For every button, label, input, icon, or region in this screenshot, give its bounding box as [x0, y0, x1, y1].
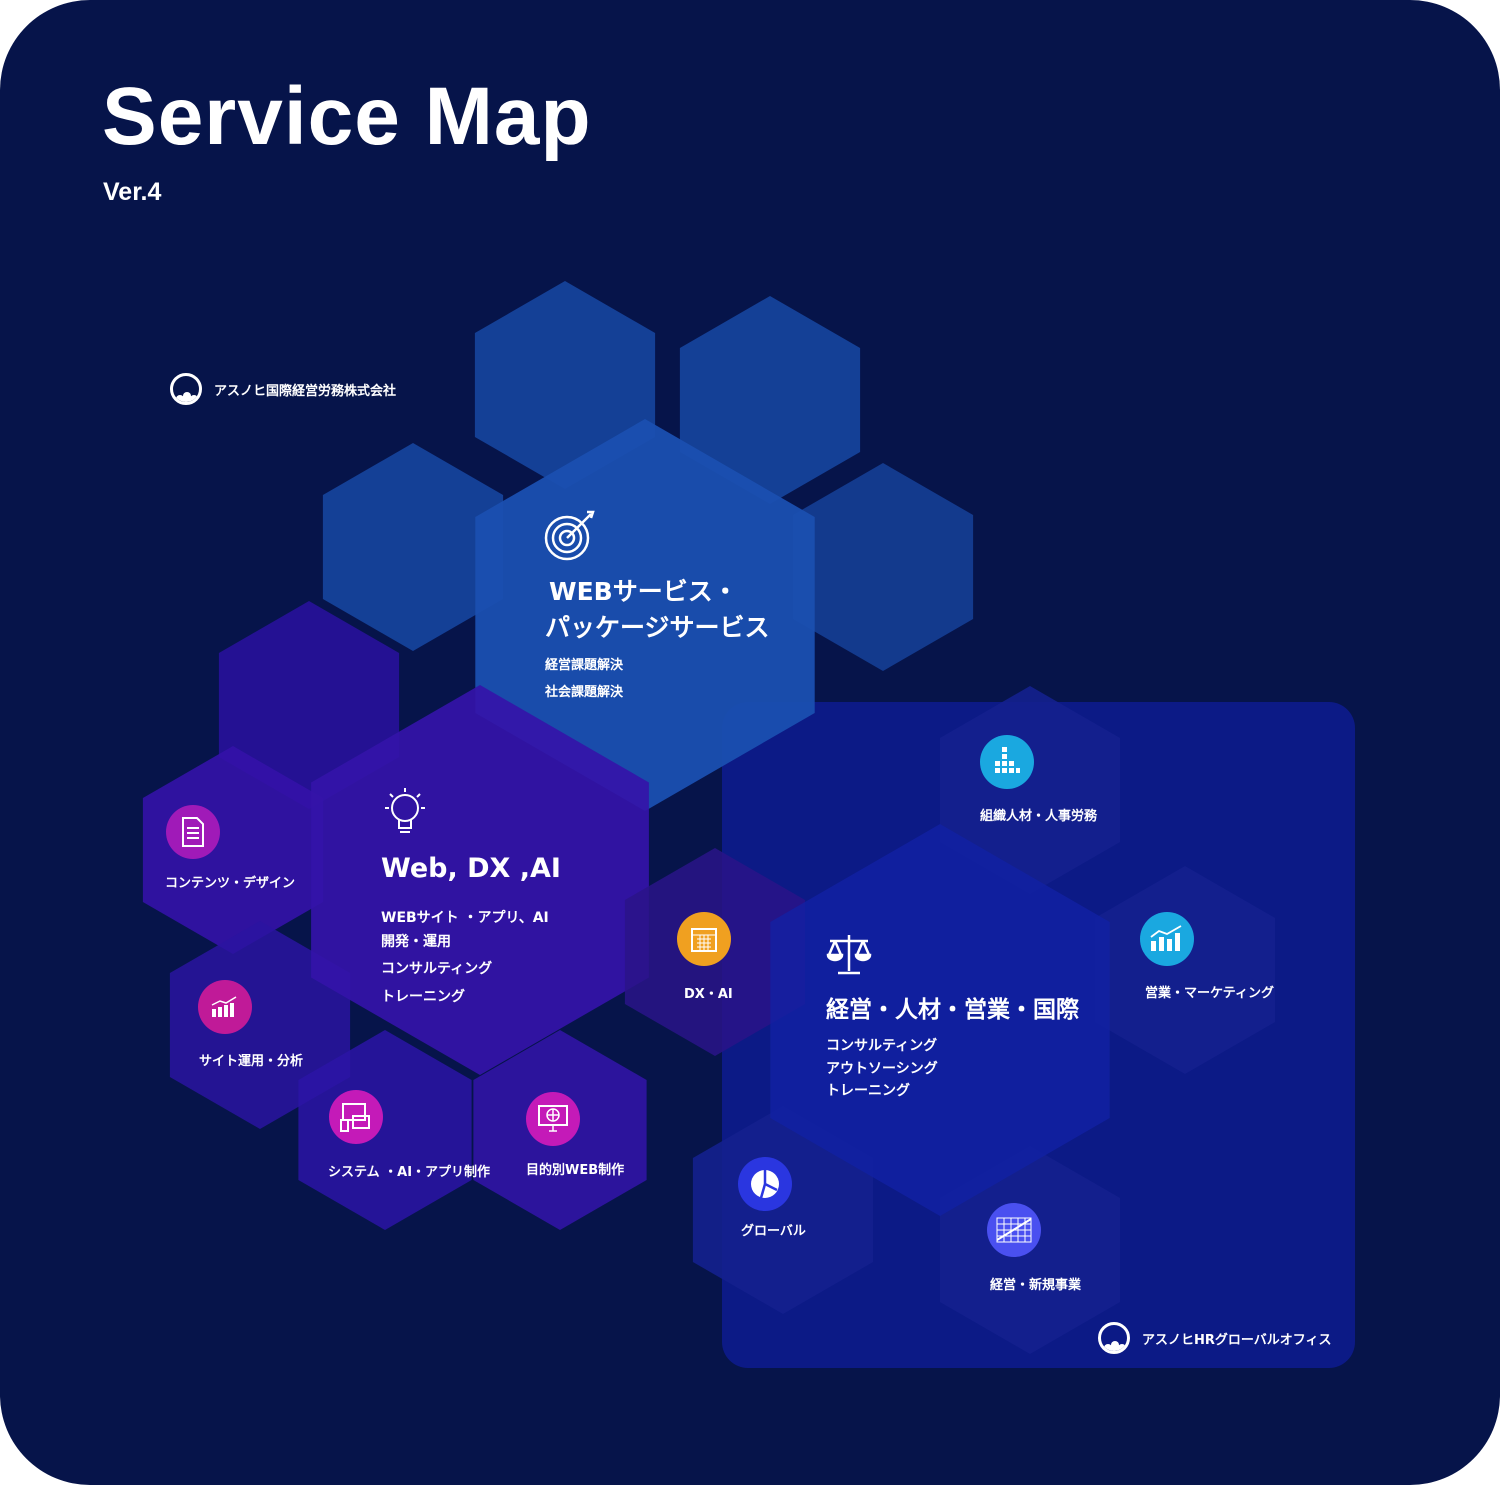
hex-blue: [474, 281, 656, 489]
web-service-item: 経営課題解決: [545, 658, 624, 673]
site-analysis-label: サイト運用・分析: [199, 1054, 304, 1069]
hr-labor-label: 組織人材・人事労務: [980, 809, 1098, 824]
page-title: Service Map: [102, 71, 592, 162]
hex-blue: [322, 443, 504, 651]
company-name: アスノヒ国際経営労務株式会社: [214, 383, 397, 399]
people-logo-icon: [170, 373, 202, 405]
bar-chart-icon: [198, 980, 252, 1034]
pie-chart-icon: [738, 1157, 792, 1211]
hex-system: [298, 1030, 472, 1230]
management-item: コンサルティング: [826, 1038, 938, 1054]
calendar-icon: [677, 912, 731, 966]
web-dx-ai-item: コンサルティング: [381, 961, 493, 977]
web-service-title-1: WEBサービス・: [549, 577, 738, 606]
management-item: アウトソーシング: [826, 1061, 938, 1077]
web-service-item: 社会課題解決: [545, 685, 624, 700]
company-logo: アスノヒ国際経営労務株式会社: [170, 373, 396, 405]
hex-hr: [939, 686, 1121, 894]
lightbulb-icon: [385, 788, 425, 833]
web-dx-ai-item: 開発・運用: [381, 934, 451, 950]
hex-contents: [142, 746, 324, 954]
hex-blue: [679, 296, 861, 504]
global-label: グローバル: [741, 1224, 806, 1239]
building-chart-icon: [980, 735, 1034, 789]
system-ai-app-label: システム ・AI・アプリ制作: [328, 1165, 491, 1180]
dx-ai-label: DX・AI: [684, 987, 733, 1002]
target-icon: [544, 510, 595, 561]
growth-chart-icon: [1140, 912, 1194, 966]
hex-purple: [218, 601, 400, 809]
web-service-title-2: パッケージサービス: [545, 613, 770, 642]
new-business-label: 経営・新規事業: [990, 1278, 1082, 1293]
version-label: Ver.4: [103, 178, 162, 206]
management-title: 経営・人材・営業・国際: [826, 997, 1079, 1023]
hex-sales: [1094, 866, 1276, 1074]
hr-office-name: アスノヒHRグローバルオフィス: [1142, 1332, 1332, 1348]
purpose-web-label: 目的別WEB制作: [526, 1163, 625, 1178]
web-dx-ai-item: トレーニング: [381, 989, 465, 1005]
web-dx-ai-title: Web, DX ,AI: [381, 853, 561, 884]
hex-global: [692, 1106, 874, 1314]
management-item: トレーニング: [826, 1083, 910, 1099]
scales-icon: [826, 935, 872, 975]
document-icon: [166, 805, 220, 859]
globe-monitor-icon: [526, 1092, 580, 1146]
web-dx-ai-item: WEBサイト ・アプリ、AI: [381, 910, 549, 926]
contents-design-label: コンテンツ・デザイン: [165, 876, 296, 891]
hr-office-logo: アスノヒHRグローバルオフィス: [1098, 1322, 1332, 1354]
grid-chart-icon: [987, 1203, 1041, 1257]
hex-web-dx-ai: [311, 685, 649, 1075]
people-logo-icon: [1098, 1322, 1130, 1354]
devices-icon: [329, 1090, 383, 1144]
sales-marketing-label: 営業・マーケティング: [1145, 986, 1274, 1001]
hex-blue: [792, 463, 974, 671]
hex-management: [770, 824, 1110, 1216]
